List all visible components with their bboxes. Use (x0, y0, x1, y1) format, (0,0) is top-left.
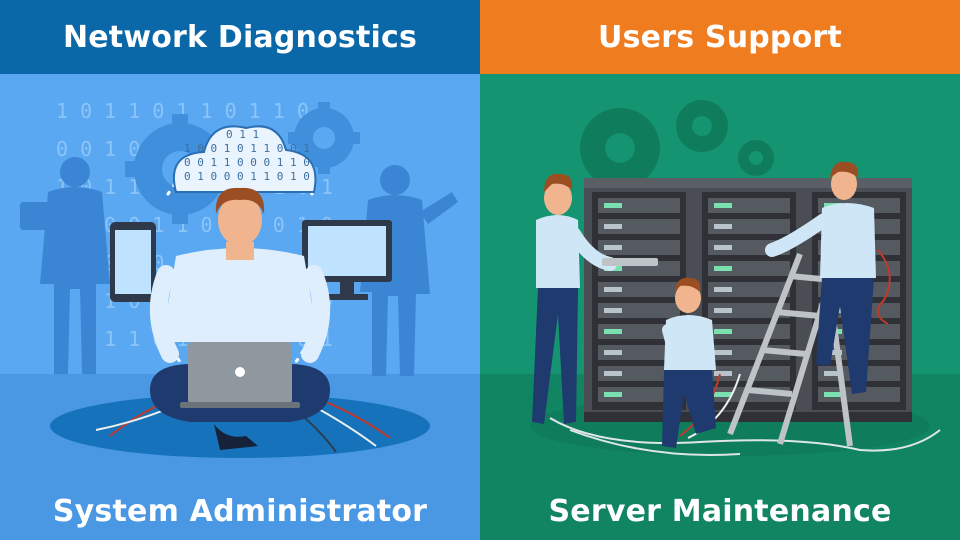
server-led (714, 245, 732, 250)
server-unit (708, 261, 790, 276)
server-unit (708, 366, 790, 381)
server-led (714, 392, 732, 397)
laptop-icon (180, 342, 300, 408)
right-panel-caption: Server Maintenance (548, 493, 892, 529)
left-header: Network Diagnostics (0, 0, 480, 74)
server-led (604, 392, 622, 397)
server-unit (818, 387, 900, 402)
technician-on-ladder (765, 161, 891, 394)
server-unit (598, 387, 680, 402)
server-unit (598, 345, 680, 360)
gear-icon (580, 100, 774, 188)
server-led (604, 287, 622, 292)
server-unit (708, 219, 790, 234)
tablet-icon (110, 222, 156, 302)
technician-kneeling (662, 277, 716, 448)
server-led (604, 350, 622, 355)
server-unit (598, 198, 680, 213)
server-led (824, 350, 842, 355)
server-led (604, 245, 622, 250)
users-support-panel: Users Support (480, 0, 960, 540)
cloud-binary-row: 0 1 1 (226, 128, 259, 141)
cloud-icon: 0 1 11 0 0 1 0 1 1 0 0 10 0 1 1 0 0 0 1 … (172, 125, 317, 193)
server-led (604, 371, 622, 376)
server-led (824, 371, 842, 376)
server-unit (708, 303, 790, 318)
server-led (714, 287, 732, 292)
cloud-binary-row: 0 0 1 1 0 0 0 1 1 0 (184, 156, 310, 169)
left-panel-title: Network Diagnostics (62, 19, 418, 55)
server-led (604, 308, 622, 313)
server-led (604, 329, 622, 334)
right-header: Users Support (480, 0, 960, 74)
server-led (714, 224, 732, 229)
server-unit (598, 324, 680, 339)
server-led (824, 392, 842, 397)
server-unit (708, 282, 790, 297)
cloud-binary-row: 1 0 0 1 0 1 1 0 0 1 (184, 142, 310, 155)
server-led (714, 350, 732, 355)
server-led (714, 203, 732, 208)
server-unit (598, 366, 680, 381)
system-administrator-illustration: 1 0 1 1 0 1 1 0 1 1 0 10 0 1 0 1 1 0 1 0… (0, 74, 480, 482)
binary-row: 1 0 1 1 0 1 1 0 1 1 0 1 (56, 99, 333, 123)
server-led (714, 266, 732, 271)
server-led (714, 329, 732, 334)
server-led (714, 371, 732, 376)
left-panel-caption: System Administrator (52, 493, 428, 529)
server-unit (708, 198, 790, 213)
monitor-icon (302, 220, 392, 300)
server-unit (598, 240, 680, 255)
network-diagnostics-panel: Network Diagnostics 1 0 1 1 0 1 1 0 1 1 … (0, 0, 480, 540)
server-unit (598, 282, 680, 297)
server-unit (598, 303, 680, 318)
server-led (604, 224, 622, 229)
left-footer: System Administrator (0, 482, 480, 540)
server-led (604, 203, 622, 208)
technician-standing (532, 173, 658, 424)
server-maintenance-illustration (480, 74, 960, 482)
right-panel-title: Users Support (598, 19, 842, 55)
server-unit (598, 219, 680, 234)
server-led (714, 308, 732, 313)
right-footer: Server Maintenance (480, 482, 960, 540)
cloud-binary-row: 0 1 0 0 0 1 1 0 1 0 (184, 170, 310, 183)
